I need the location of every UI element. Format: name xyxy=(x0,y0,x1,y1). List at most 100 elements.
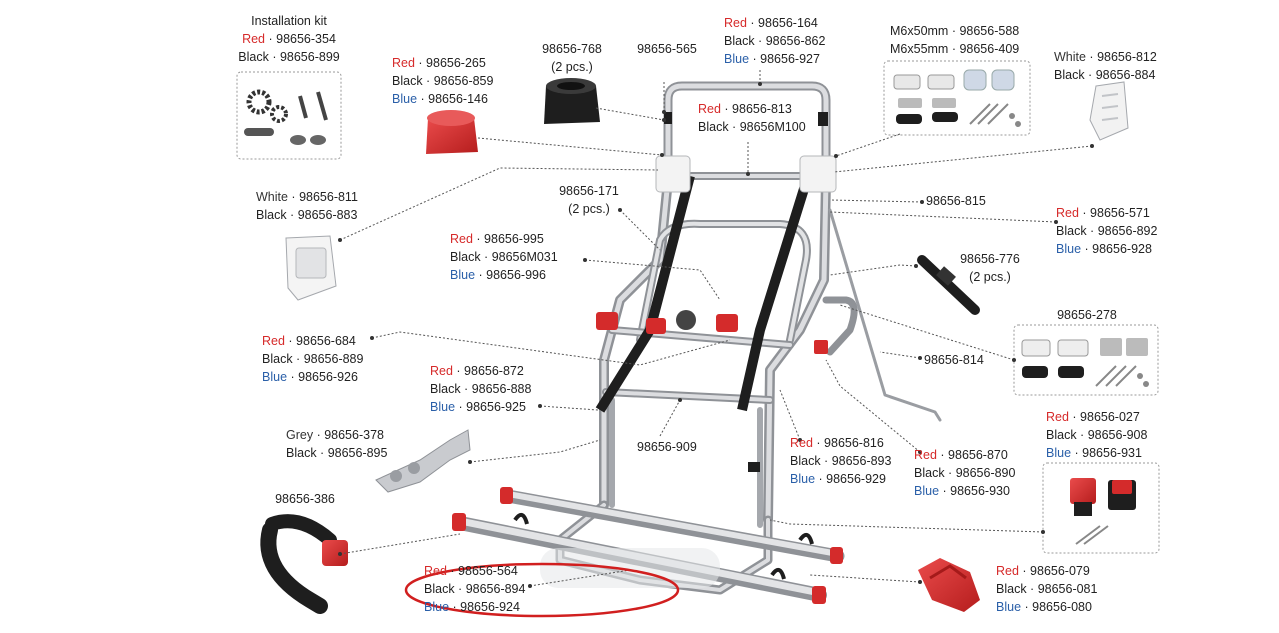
washer-icon xyxy=(310,135,326,145)
part-row: Black · 98656-888 xyxy=(430,382,532,396)
chain-link-icon xyxy=(244,128,274,136)
leader-lines xyxy=(339,70,1093,587)
callout-98656-816: Red · 98656-816 Black · 98656-893 Blue ·… xyxy=(790,434,891,488)
white-bracket-811-part xyxy=(285,235,337,301)
part-row: Black · 98656-899 xyxy=(238,50,340,64)
part-row: Red · 98656-571 xyxy=(1056,206,1150,220)
part-row: Blue · 98656-929 xyxy=(790,472,886,486)
white-bracket-812-part xyxy=(1089,81,1129,141)
callout-98656-768: 98656-768 (2 pcs.) xyxy=(542,42,602,74)
strap-right xyxy=(737,174,813,412)
part-row: Red · 98656-872 xyxy=(430,364,524,378)
part-row: Grey · 98656-378 xyxy=(286,428,384,442)
part-row: Black · 98656-859 xyxy=(392,74,494,88)
part-row: Blue · 98656-928 xyxy=(1056,242,1152,256)
part-row: Red · 98656-995 xyxy=(450,232,544,246)
part-row: Blue · 98656-927 xyxy=(724,52,820,66)
callout-title: Installation kit xyxy=(251,14,327,28)
part-row: Black · 98656-890 xyxy=(914,466,1016,480)
callout-98656-565: 98656-565 xyxy=(637,42,697,56)
callout-98656-265: Red · 98656-265 Black · 98656-859 Blue ·… xyxy=(392,54,493,108)
part-row: Black · 98656-894 xyxy=(424,582,526,596)
part-row: Blue · 98656-080 xyxy=(996,600,1092,614)
part-row: Black · 98656-895 xyxy=(286,446,388,460)
callout-98656-564: Red · 98656-564 Black · 98656-894 Blue ·… xyxy=(424,562,525,616)
part-row: Red · 98656-354 xyxy=(242,32,336,46)
bolts-kit-box xyxy=(883,60,1031,136)
part-row: Red · 98656-816 xyxy=(790,436,884,450)
callout-98656-079: Red · 98656-079 Black · 98656-081 Blue ·… xyxy=(996,562,1097,616)
part-row: Black · 98656-081 xyxy=(996,582,1098,596)
part-row: Red · 98656-265 xyxy=(392,56,486,70)
white-clamp-left xyxy=(655,155,691,193)
strap-776-part xyxy=(917,255,980,315)
callout-98656-995: Red · 98656-995 Black · 98656M031 Blue ·… xyxy=(450,230,558,284)
red-clamp xyxy=(646,318,666,334)
part-row: Black · 98656-889 xyxy=(262,352,364,366)
callout-98656-811: White · 98656-811 Black · 98656-883 xyxy=(256,188,358,224)
leader-dots xyxy=(338,82,1094,588)
part-row: Red · 98656-813 xyxy=(698,102,792,116)
red-clamp xyxy=(716,314,738,332)
centre-knob xyxy=(676,310,696,330)
part-row: Blue · 98656-930 xyxy=(914,484,1010,498)
highlight-ellipse xyxy=(404,562,680,618)
red-wheel-holder-079-part xyxy=(918,558,980,612)
part-row: Black · 98656-893 xyxy=(790,454,892,468)
part-row: Blue · 98656-996 xyxy=(450,268,546,282)
grey-clamp-378-part xyxy=(375,429,471,493)
part-row: Red · 98656-027 xyxy=(1046,410,1140,424)
rail-end-cap xyxy=(452,513,466,531)
washer-icon xyxy=(290,135,306,145)
part-row: White · 98656-811 xyxy=(256,190,358,204)
rail-end-cap xyxy=(812,586,826,604)
strap-386-part xyxy=(260,514,348,614)
part-row: Black · 98656M100 xyxy=(698,120,806,134)
hook-bracket xyxy=(822,296,858,356)
part-row: Red · 98656-684 xyxy=(262,334,356,348)
part-row: Black · 98656-884 xyxy=(1054,68,1156,82)
part-row: Red · 98656-079 xyxy=(996,564,1090,578)
frame-fittings xyxy=(595,112,837,472)
gear-icon xyxy=(270,105,288,123)
set-027-parts xyxy=(1070,478,1136,545)
rail-end-cap xyxy=(830,547,843,564)
callout-98656-278: 98656-278 xyxy=(1057,308,1117,322)
part-row: Blue · 98656-931 xyxy=(1046,446,1142,460)
installation-kit-parts xyxy=(244,89,328,145)
red-end-cap-part xyxy=(426,110,478,154)
callout-98656-386: 98656-386 xyxy=(275,492,335,506)
callout-98656-813: Red · 98656-813 Black · 98656M100 xyxy=(698,100,806,136)
white-clamp-right xyxy=(799,155,837,193)
part-row: White · 98656-812 xyxy=(1054,50,1157,64)
callout-98656-571: Red · 98656-571 Black · 98656-892 Blue ·… xyxy=(1056,204,1157,258)
part-row: Blue · 98656-924 xyxy=(424,600,520,614)
wheel-rails xyxy=(452,487,845,604)
crank-handle xyxy=(828,208,942,422)
callout-installation-kit: Installation kit Red · 98656-354 Black ·… xyxy=(230,12,348,66)
callout-bolts: M6x50mm · 98656-588 M6x55mm · 98656-409 xyxy=(890,24,1020,56)
screw-icon xyxy=(298,91,328,121)
callout-98656-776: 98656-776 (2 pcs.) xyxy=(960,252,1020,284)
bolts-kit-parts xyxy=(893,69,1021,127)
callout-98656-909: 98656-909 xyxy=(637,440,697,454)
callout-98656-870: Red · 98656-870 Black · 98656-890 Blue ·… xyxy=(914,446,1015,500)
callout-98656-378: Grey · 98656-378 Black · 98656-895 xyxy=(286,426,387,462)
callout-98656-684: Red · 98656-684 Black · 98656-889 Blue ·… xyxy=(262,332,363,386)
part-row: Black · 98656M031 xyxy=(450,250,558,264)
part-row: Blue · 98656-146 xyxy=(392,92,488,106)
callout-98656-814: 98656-814 xyxy=(924,353,984,367)
part-row: Black · 98656-892 xyxy=(1056,224,1158,238)
rail-end-cap xyxy=(500,487,513,504)
part-row: Black · 98656-908 xyxy=(1046,428,1148,442)
gear-icon xyxy=(246,89,272,115)
callout-98656-171: 98656-171 (2 pcs.) xyxy=(559,184,619,216)
part-row: Black · 98656-862 xyxy=(724,34,826,48)
part-row: Blue · 98656-926 xyxy=(262,370,358,384)
set-027-box xyxy=(1042,462,1160,554)
callout-98656-164: Red · 98656-164 Black · 98656-862 Blue ·… xyxy=(724,14,825,68)
part-row: Blue · 98656-925 xyxy=(430,400,526,414)
part-row: Red · 98656-564 xyxy=(424,564,518,578)
red-clamp xyxy=(596,312,618,330)
